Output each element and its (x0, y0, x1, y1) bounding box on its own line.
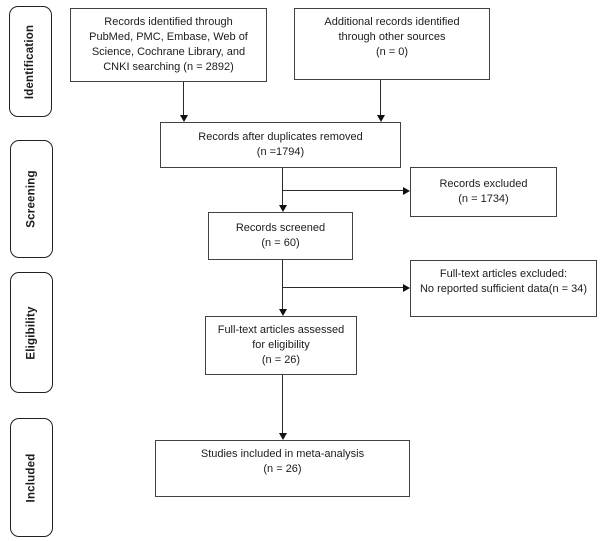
stage-eligibility: Eligibility (10, 272, 53, 393)
box-records-excluded: Records excluded (n = 1734) (410, 167, 557, 217)
stage-eligibility-label: Eligibility (25, 305, 38, 360)
arrow-duplicates-to-screened (282, 168, 284, 206)
stage-identification: Identification (9, 6, 52, 117)
box-fulltext-assessed: Full-text articles assessed for eligibil… (205, 316, 357, 375)
stage-identification-label: Identification (24, 24, 37, 99)
stage-included-label: Included (25, 453, 38, 502)
stage-screening: Screening (10, 140, 53, 258)
box-records-screened-text: Records screened (n = 60) (235, 222, 326, 249)
arrow-additional-to-duplicates (380, 80, 382, 116)
box-records-screened: Records screened (n = 60) (208, 212, 353, 260)
box-fulltext-assessed-text: Full-text articles assessed for eligibil… (217, 324, 345, 366)
arrow-branch-records-excluded (282, 190, 404, 192)
box-records-identified-text: Records identified through PubMed, PMC, … (89, 16, 248, 73)
box-records-identified: Records identified through PubMed, PMC, … (70, 8, 267, 82)
box-records-excluded-text: Records excluded (n = 1734) (439, 178, 528, 205)
arrow-branch-fulltext-excluded (282, 287, 404, 289)
arrow-screened-to-assessed (282, 260, 284, 310)
box-fulltext-excluded: Full-text articles excluded: No reported… (410, 260, 597, 317)
box-after-duplicates: Records after duplicates removed (n =179… (160, 122, 401, 168)
arrow-identified-to-duplicates (183, 82, 185, 116)
box-additional-records: Additional records identified through ot… (294, 8, 490, 80)
box-after-duplicates-text: Records after duplicates removed (n =179… (198, 131, 363, 158)
box-studies-included-text: Studies included in meta-analysis (n = 2… (200, 448, 365, 475)
arrow-assessed-to-included (282, 375, 284, 434)
box-studies-included: Studies included in meta-analysis (n = 2… (155, 440, 410, 497)
box-fulltext-excluded-text: Full-text articles excluded: No reported… (419, 268, 588, 295)
box-additional-records-text: Additional records identified through ot… (324, 16, 460, 58)
stage-included: Included (10, 418, 53, 537)
stage-screening-label: Screening (25, 170, 38, 228)
